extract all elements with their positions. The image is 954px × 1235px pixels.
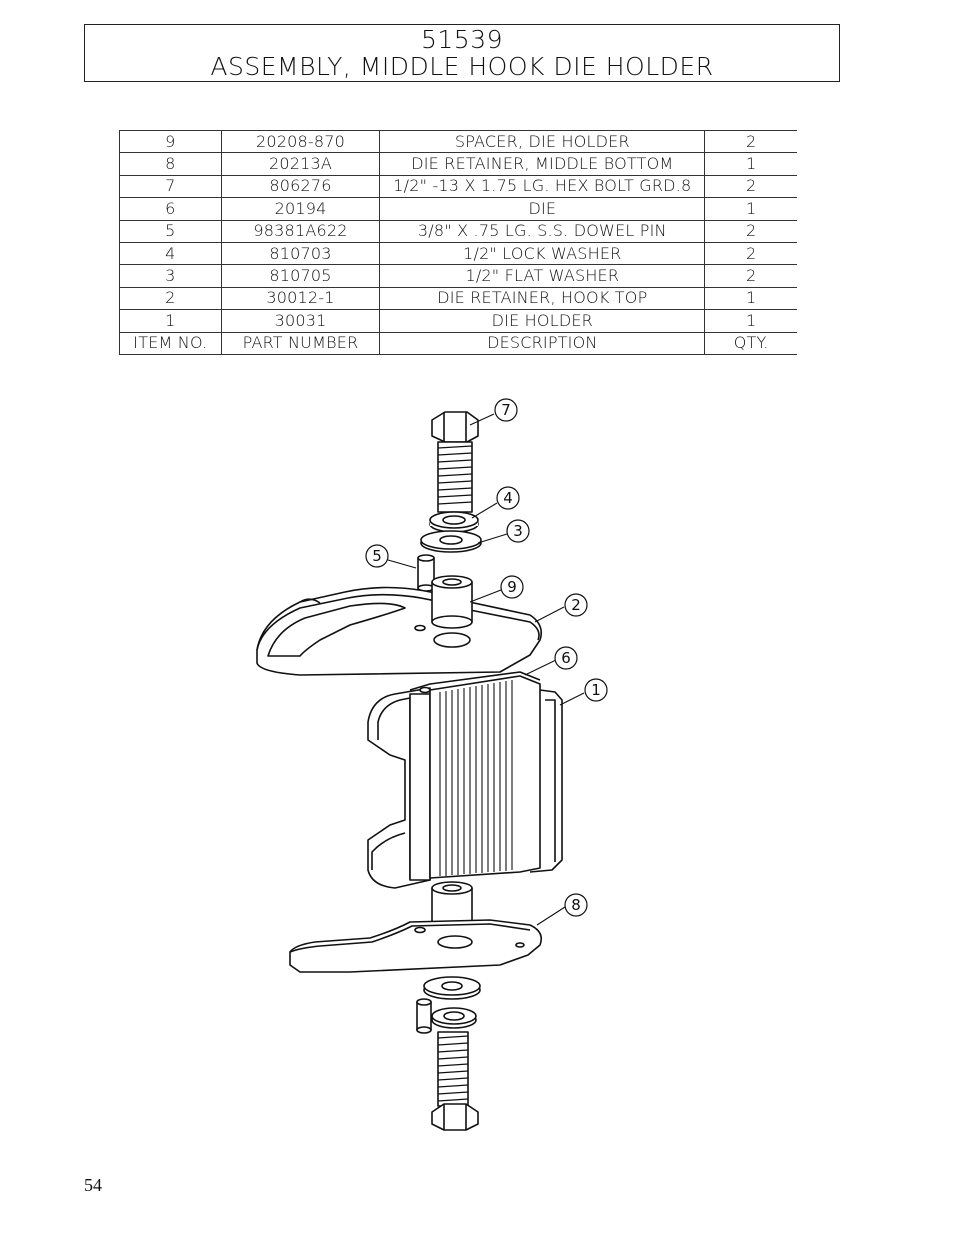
table-row: 1 30031 DIE HOLDER 1 [119, 309, 797, 333]
balloon-label-5: 5 [372, 547, 382, 565]
balloon-label-6: 6 [561, 649, 571, 667]
lock-washer-top [429, 511, 479, 533]
balloon-label-9: 9 [507, 578, 517, 596]
table-row: 7 806276 1/2" -13 X 1.75 LG. HEX BOLT GR… [119, 174, 797, 199]
balloon-labels: 7 4 3 5 9 2 6 1 8 [372, 401, 601, 914]
dowel-pin-top [417, 554, 435, 592]
header-item-no: ITEM NO. [119, 331, 222, 355]
header-description: DESCRIPTION [379, 331, 706, 355]
die [409, 671, 541, 879]
table-row: 9 20208-870 SPACER, DIE HOLDER 2 [119, 129, 797, 154]
balloon-label-1: 1 [591, 681, 601, 699]
table-row: 4 810703 1/2" LOCK WASHER 2 [119, 241, 797, 266]
balloon-1 [584, 678, 608, 702]
table-row: 2 30012-1 DIE RETAINER, HOOK TOP 1 [119, 286, 797, 311]
table-row: 8 20213A DIE RETAINER, MIDDLE BOTTOM 1 [119, 152, 797, 176]
flat-washer-bottom [423, 976, 481, 1000]
balloon-label-3: 3 [513, 522, 523, 540]
spacer-top [431, 575, 473, 629]
balloon-8 [564, 893, 588, 917]
balloon-9 [500, 575, 524, 599]
table-header-row: ITEM NO. PART NUMBER DESCRIPTION QTY. [119, 331, 797, 355]
item-balloons [365, 398, 608, 917]
assembly-number: 51539 [420, 25, 504, 54]
hex-bolt-bottom [431, 1031, 479, 1131]
lock-washer-bottom [431, 1007, 477, 1029]
die-retainer-hook-top [256, 586, 543, 676]
balloon-4 [496, 486, 520, 510]
header-qty: QTY. [704, 331, 797, 355]
title-block: 51539 ASSEMBLY, MIDDLE HOOK DIE HOLDER [84, 24, 840, 82]
die-retainer-middle-bottom [289, 919, 543, 973]
balloon-label-2: 2 [571, 596, 581, 614]
balloon-7 [494, 398, 518, 422]
table-row: 5 98381A622 3/8" X .75 LG. S.S. DOWEL PI… [119, 219, 797, 243]
hex-bolt-top [431, 411, 479, 513]
table-row: 3 810705 1/2" FLAT WASHER 2 [119, 264, 797, 288]
balloon-label-4: 4 [503, 489, 513, 507]
balloon-2 [564, 593, 588, 617]
die-holder [367, 687, 563, 889]
bill-of-materials-table: 9 20208-870 SPACER, DIE HOLDER 2 8 20213… [119, 129, 797, 355]
balloon-5 [365, 544, 389, 568]
table-row: 6 20194 DIE 1 [119, 197, 797, 221]
balloon-6 [554, 646, 578, 670]
balloon-3 [506, 519, 530, 543]
balloon-label-7: 7 [501, 401, 511, 419]
page-number: 54 [84, 1175, 102, 1195]
balloon-label-8: 8 [571, 896, 581, 914]
dowel-pin-bottom [416, 998, 432, 1034]
flat-washer-top [420, 530, 482, 553]
assembly-title: ASSEMBLY, MIDDLE HOOK DIE HOLDER [210, 52, 714, 81]
leader-lines [387, 413, 585, 926]
header-part-number: PART NUMBER [220, 331, 381, 355]
